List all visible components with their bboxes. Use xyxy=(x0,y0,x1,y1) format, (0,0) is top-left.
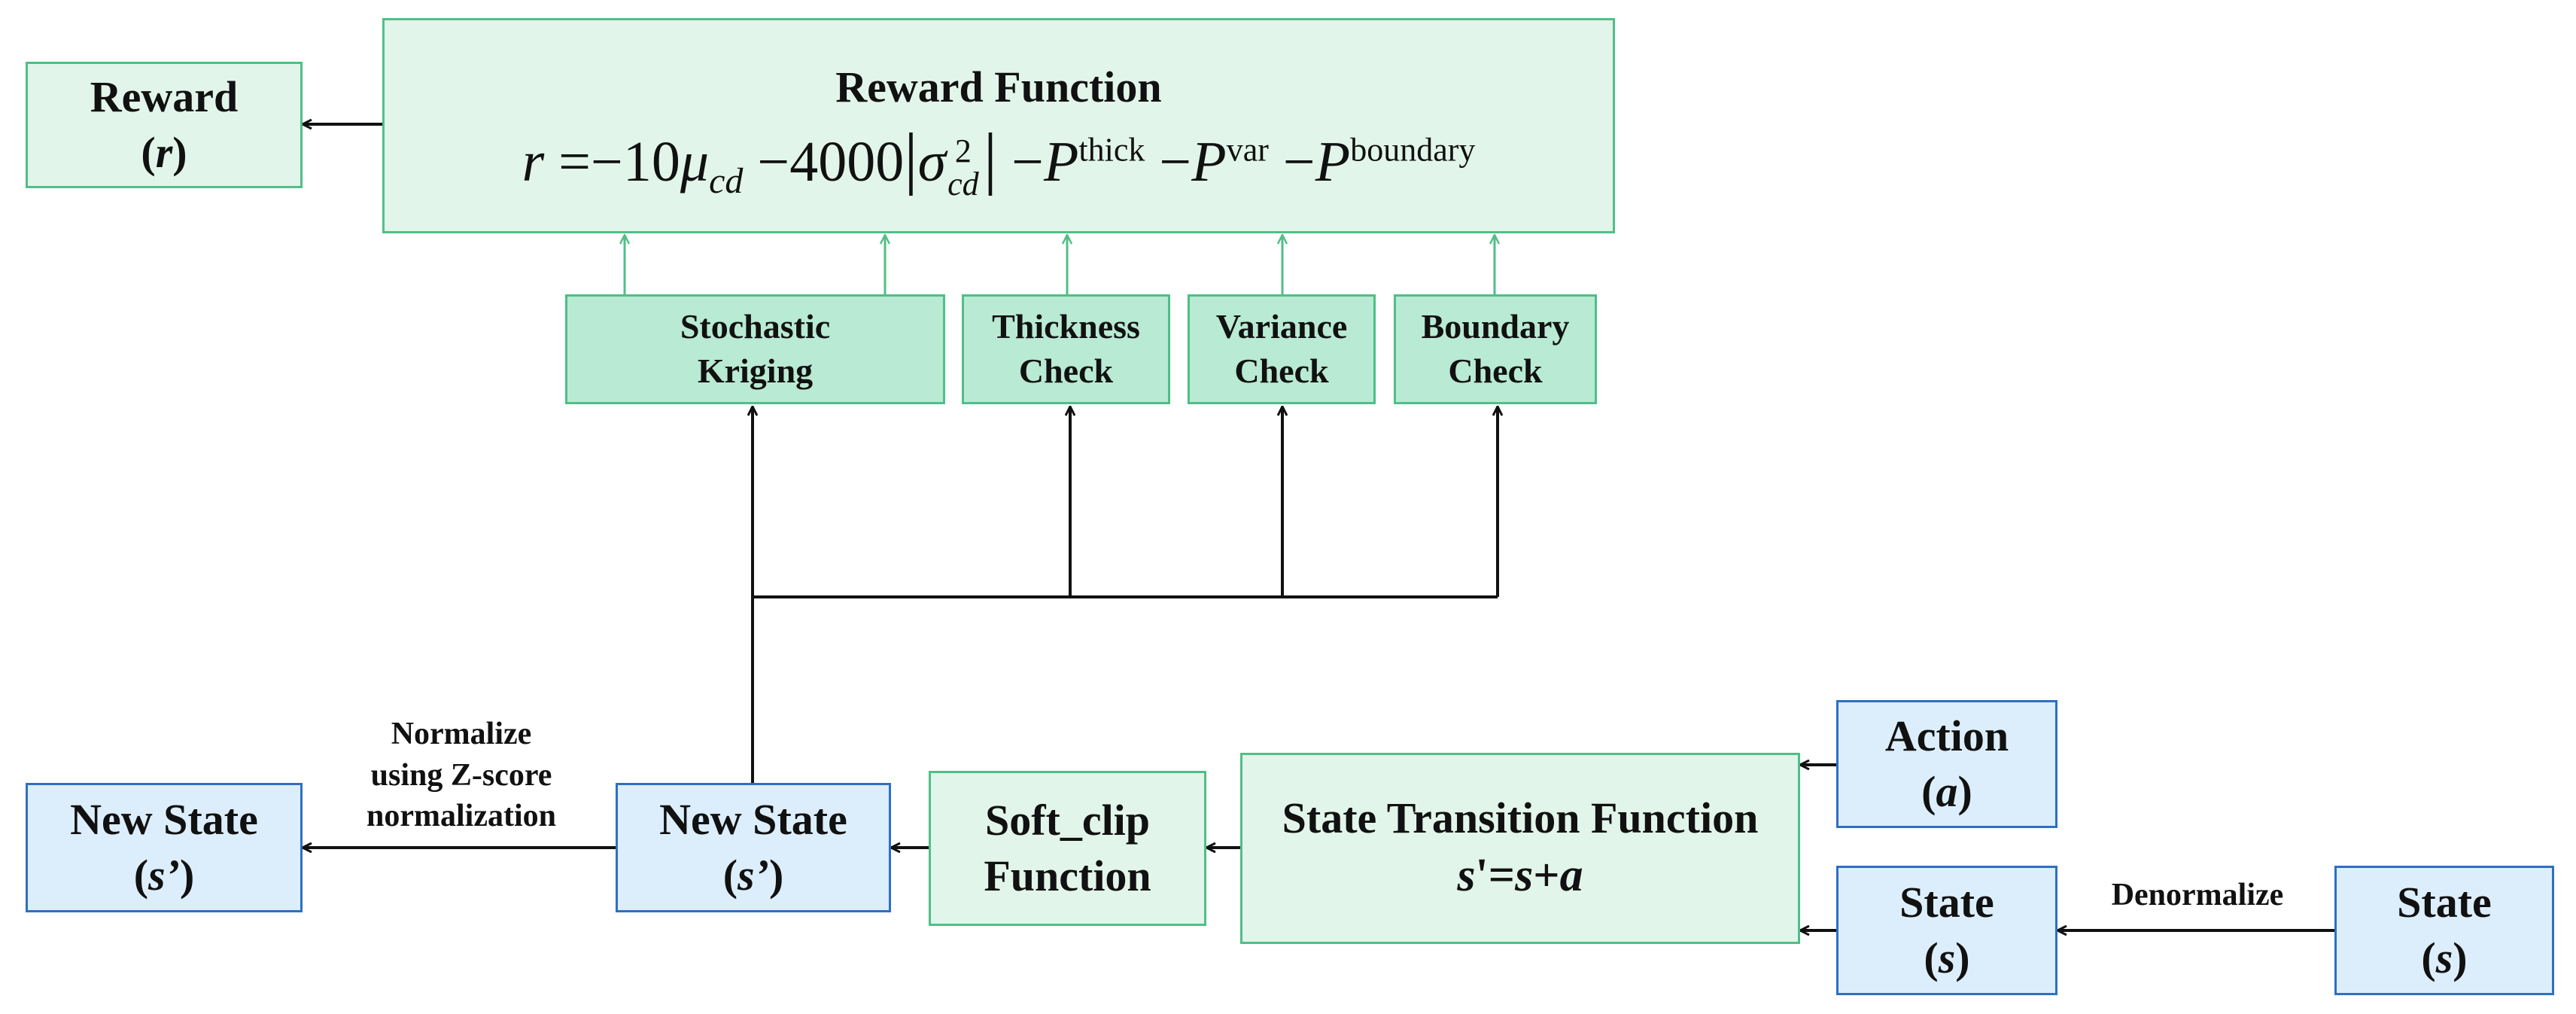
stochastic-kriging-box: Stochastic Kriging xyxy=(565,294,945,404)
boundary-line-1: Boundary xyxy=(1421,307,1570,346)
state-transition-eq: s'=s+a xyxy=(1457,846,1583,906)
new-state-output-symbol: s’ xyxy=(148,851,180,900)
kriging-line-2: Kriging xyxy=(697,352,814,390)
new-state-output-box: New State (s’) xyxy=(26,783,303,912)
denormalize-label: Denormalize xyxy=(2111,878,2284,912)
action-title: Action xyxy=(1884,711,2009,760)
formula-minus-5: − xyxy=(1282,130,1315,194)
thickness-check-box: Thickness Check xyxy=(962,294,1170,404)
kriging-line-1: Stochastic xyxy=(680,307,831,346)
eq-prime: ' xyxy=(1475,850,1489,902)
eq-s: s xyxy=(1515,850,1534,902)
formula-mu: μ xyxy=(680,130,710,194)
formula-abs-right: | xyxy=(983,119,998,196)
action-symbol-line: (a) xyxy=(1921,767,1972,816)
new-state-box: New State (s’) xyxy=(616,783,891,912)
formula-abs-left: | xyxy=(904,119,918,196)
formula-p1-sup: thick xyxy=(1078,131,1145,169)
variance-check-box: Variance Check xyxy=(1188,294,1376,404)
state-input-title: State xyxy=(2397,877,2492,927)
formula-p1: P xyxy=(1043,130,1079,194)
thickness-line-2: Check xyxy=(1018,352,1114,390)
boundary-line-2: Check xyxy=(1448,352,1543,390)
new-state-symbol-line: (s’) xyxy=(722,851,784,900)
action-symbol: a xyxy=(1936,767,1958,816)
normalize-line-1: Normalize xyxy=(391,717,532,751)
state-input-box: State (s) xyxy=(2334,866,2554,995)
soft-clip-line-2: Function xyxy=(984,851,1151,900)
thickness-line-1: Thickness xyxy=(992,307,1140,346)
normalize-line-2: using Z-score xyxy=(370,757,552,793)
soft-clip-box: Soft_clip Function xyxy=(929,771,1206,926)
formula-sigma: σ xyxy=(917,130,947,194)
formula-sigma-sub: cd xyxy=(947,165,979,202)
formula-mu-sub: cd xyxy=(709,161,744,202)
state-box: State (s) xyxy=(1836,866,2057,995)
state-symbol-line: (s) xyxy=(1924,933,1970,982)
state-input-symbol: s xyxy=(2435,933,2453,982)
formula-coef2: 4000 xyxy=(789,130,905,194)
state-transition-box: State Transition Function s'=s+a xyxy=(1240,753,1800,944)
formula-r: r xyxy=(522,130,545,194)
reward-box: Reward (r) xyxy=(26,62,303,188)
soft-clip-line-1: Soft_clip xyxy=(984,795,1151,845)
eq-plus: + xyxy=(1533,850,1560,902)
formula-sigma-sup: 2 xyxy=(954,132,972,169)
normalize-line-3: normalization xyxy=(366,799,556,834)
formula-p2-sup: var xyxy=(1226,131,1269,169)
eq-a: a xyxy=(1559,850,1583,902)
state-input-symbol-line: (s) xyxy=(2421,933,2468,982)
action-box: Action (a) xyxy=(1836,700,2057,828)
state-title: State xyxy=(1899,877,1994,927)
formula-eq: = xyxy=(558,130,592,194)
reward-symbol-line: (r) xyxy=(141,128,187,177)
formula-coef1: 10 xyxy=(622,130,680,194)
eq-lhs: s xyxy=(1457,850,1476,902)
new-state-output-symbol-line: (s’) xyxy=(133,851,195,900)
new-state-symbol: s’ xyxy=(738,851,769,900)
formula-minus-1: − xyxy=(591,130,623,194)
reward-title: Reward xyxy=(90,72,239,121)
state-transition-title: State Transition Function xyxy=(1282,793,1759,843)
state-symbol: s xyxy=(1938,933,1956,982)
formula-p3: P xyxy=(1315,130,1351,194)
variance-line-2: Check xyxy=(1234,352,1329,390)
normalize-label: Normalize using Z-score normalization xyxy=(337,714,585,837)
formula-minus-4: − xyxy=(1159,130,1192,194)
boundary-check-box: Boundary Check xyxy=(1394,294,1597,404)
reward-symbol: r xyxy=(155,128,173,177)
formula-p3-sup: boundary xyxy=(1350,131,1476,169)
formula-minus-2: − xyxy=(757,130,790,194)
new-state-output-title: New State xyxy=(70,794,258,844)
new-state-title: New State xyxy=(659,794,847,844)
variance-line-1: Variance xyxy=(1215,307,1348,346)
formula-p2: P xyxy=(1191,130,1227,194)
reward-function-title: Reward Function xyxy=(835,62,1162,111)
eq-equals: = xyxy=(1488,850,1516,902)
formula-minus-3: − xyxy=(1011,130,1044,194)
